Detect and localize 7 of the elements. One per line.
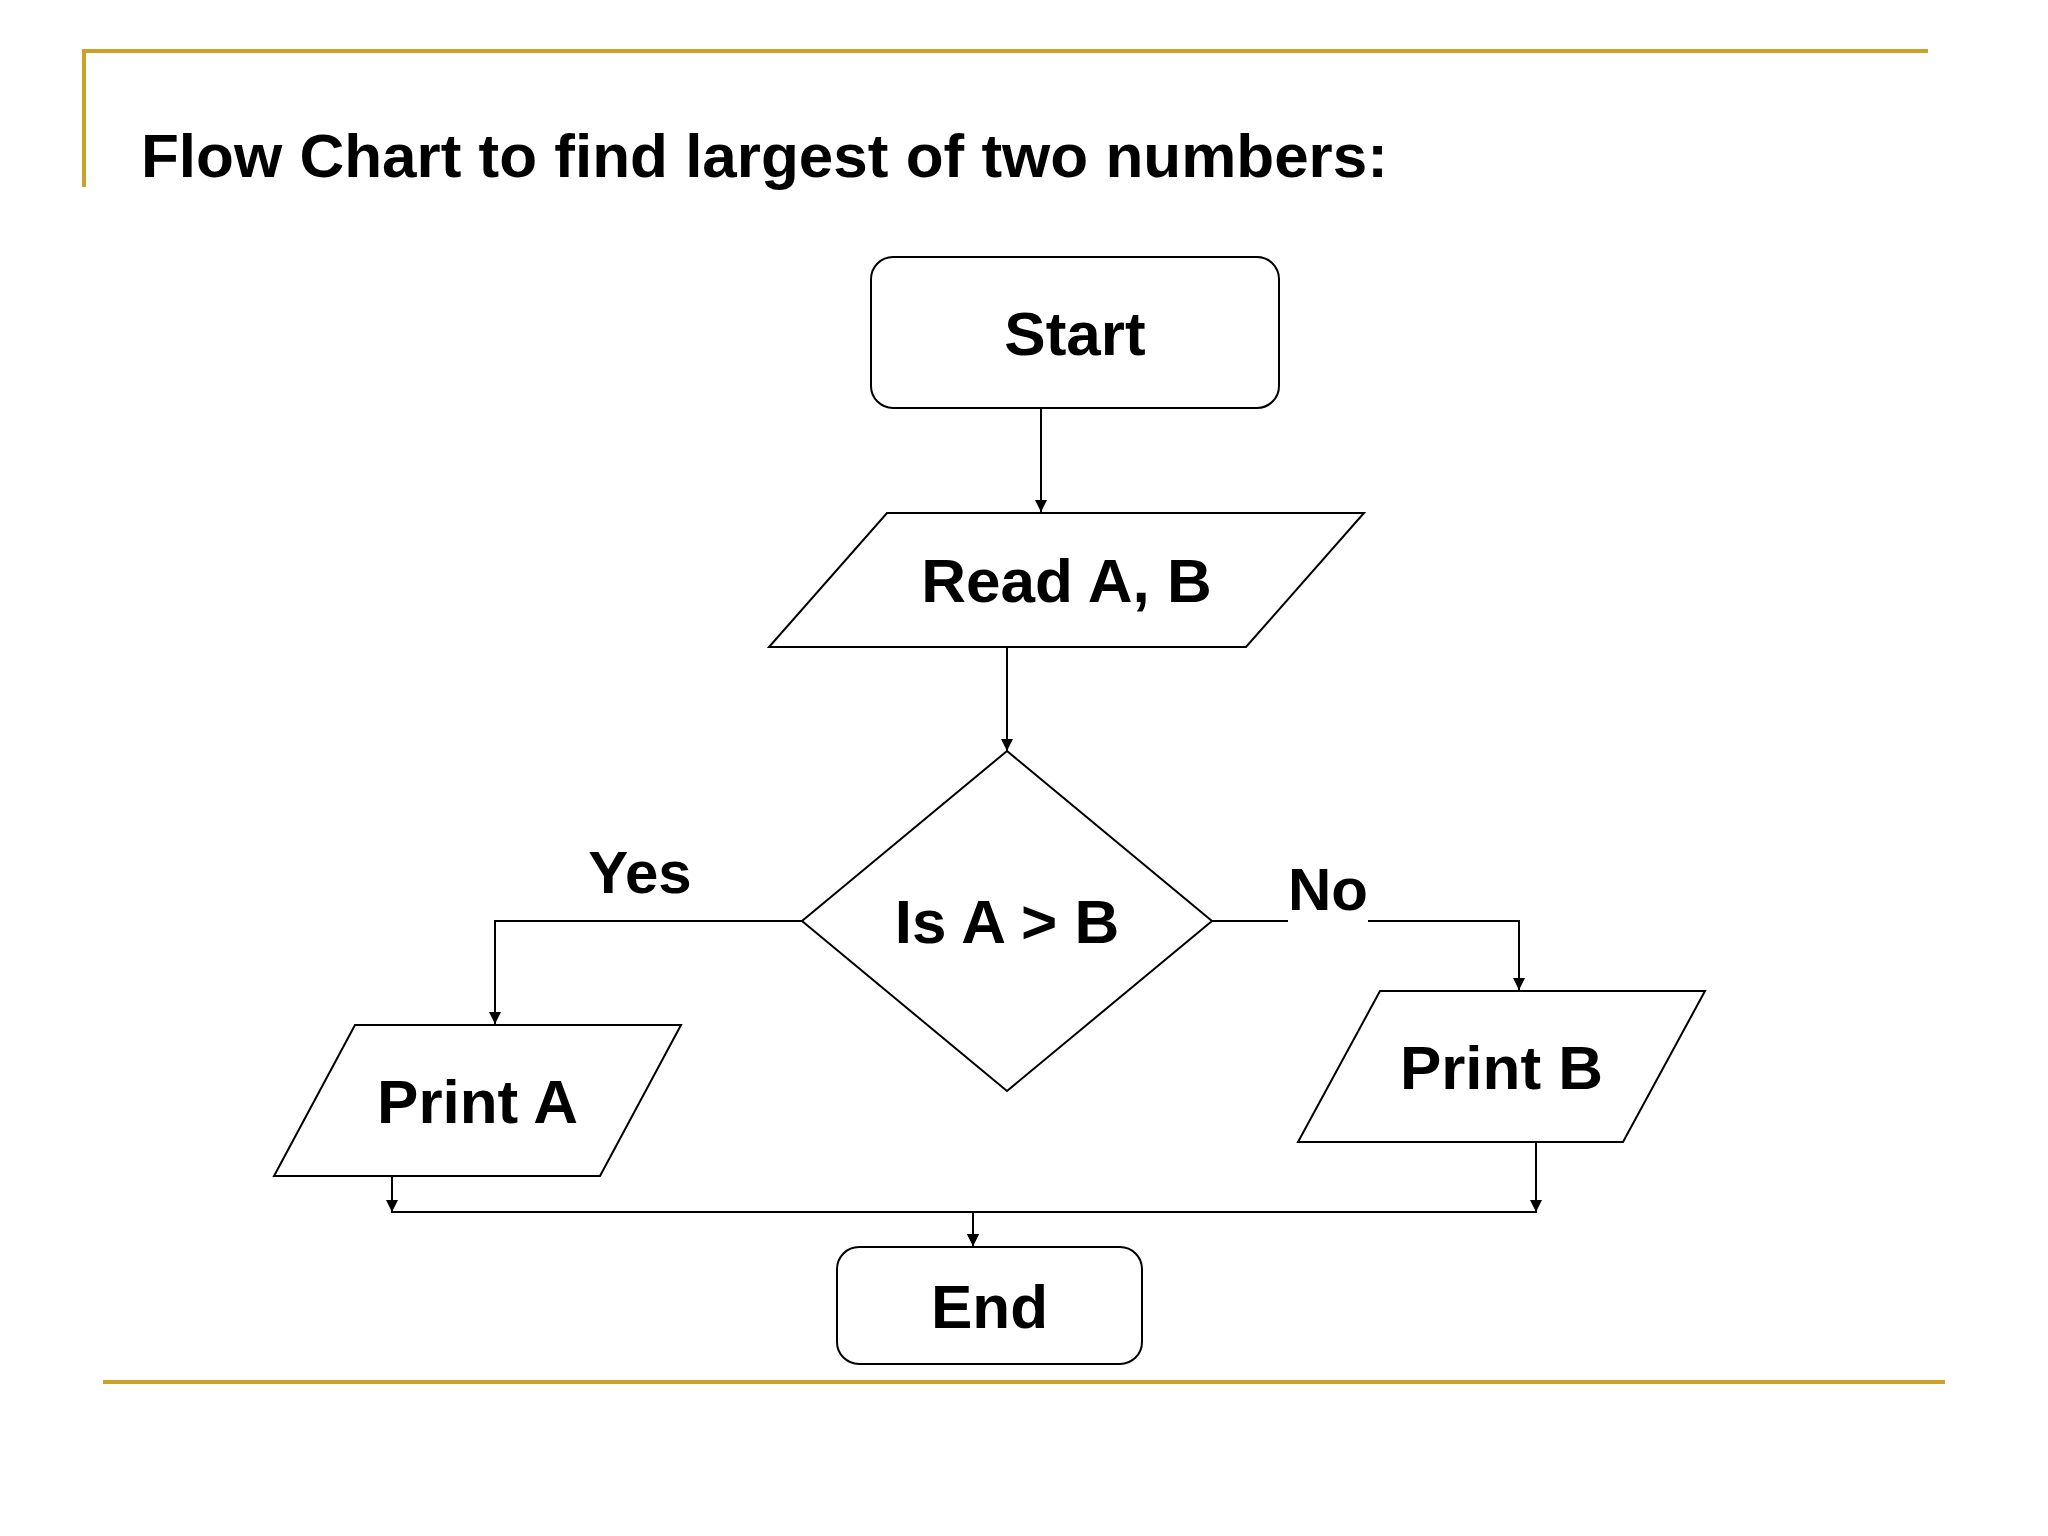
node-label: Print A (377, 1065, 578, 1136)
node-label: Print B (1399, 1031, 1604, 1102)
node-label: Read A, B (921, 544, 1212, 616)
node-label: Start (1004, 297, 1146, 368)
title: Flow Chart to find largest of two numbers: (141, 120, 1388, 191)
node-label: End (930, 1270, 1049, 1341)
node-label: Is A > B (894, 885, 1120, 957)
